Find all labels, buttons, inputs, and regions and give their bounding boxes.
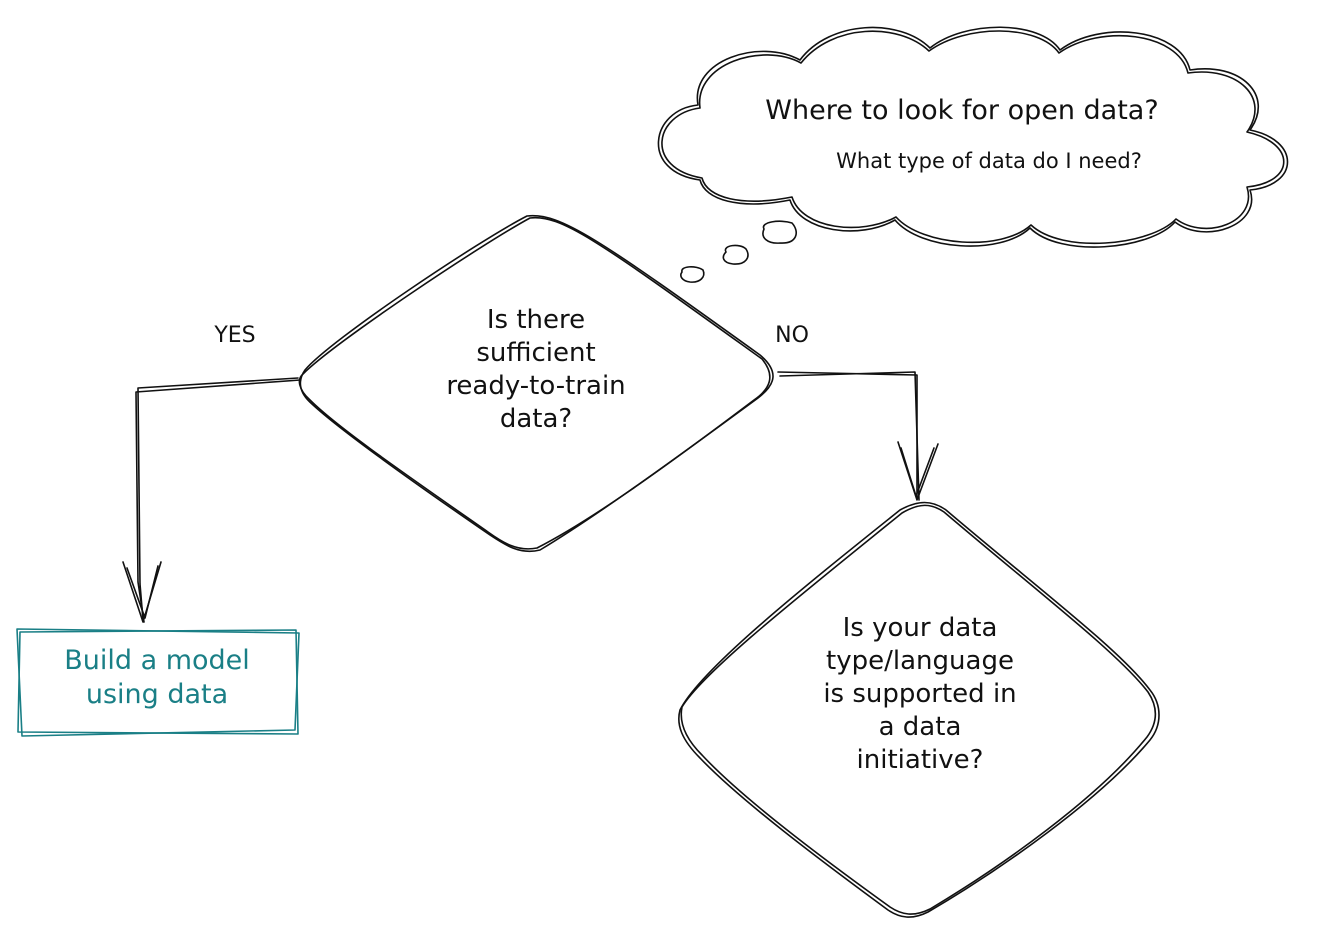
- decision-supported-text: Is your data type/language is supported …: [823, 613, 1017, 776]
- yes-label: YES: [214, 323, 256, 348]
- cloud-question-open-data: Where to look for open data?: [765, 95, 1159, 126]
- outcome-build-box: [16, 628, 300, 737]
- yes-arrow: [122, 377, 301, 623]
- no-arrow: [777, 371, 939, 501]
- decision-ready-diamond: [298, 214, 774, 553]
- outcome-build-text: Build a model using data: [64, 645, 250, 710]
- no-label: NO: [775, 323, 809, 348]
- decision-ready-text: Is there sufficient ready-to-train data?: [446, 305, 626, 435]
- cloud-question-data-type: What type of data do I need?: [836, 149, 1142, 173]
- thought-cloud: [657, 26, 1289, 283]
- decision-supported-diamond: [678, 501, 1160, 918]
